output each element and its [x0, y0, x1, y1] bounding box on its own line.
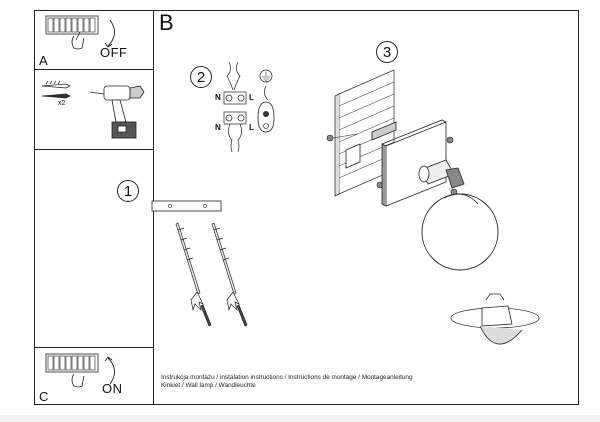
- diagram-frame: [34, 10, 579, 405]
- terminal-l-bottom: L: [249, 123, 254, 132]
- side-column: A OFF x2: [34, 10, 154, 405]
- panel-c: C ON: [34, 347, 154, 405]
- fuse-box-on-icon: [45, 353, 115, 388]
- page-edge: [0, 415, 600, 422]
- quantity-label: x2: [58, 100, 66, 107]
- on-label: ON: [102, 381, 123, 396]
- caption-instructions: Instrukcja montażu / instalation instruc…: [161, 374, 413, 381]
- panel-a-letter: A: [39, 53, 48, 68]
- terminal-n-bottom: N: [215, 123, 221, 132]
- panel-tools: x2: [34, 70, 154, 150]
- drill-icon: [89, 85, 145, 139]
- caption-product: Kinkiet / Wall lamp / Wandleuchte: [161, 382, 256, 389]
- panel-a: A OFF: [34, 10, 154, 70]
- main-letter: B: [159, 10, 174, 35]
- terminal-n-top: N: [215, 93, 221, 102]
- wall-plug-icon: [41, 80, 71, 99]
- step-2-number: 2: [190, 66, 212, 88]
- off-label: OFF: [100, 45, 128, 60]
- step-1-number: 1: [117, 180, 139, 202]
- panel-c-letter: C: [39, 389, 49, 404]
- step-3-number: 3: [376, 41, 398, 63]
- fuse-box-off-icon: [45, 15, 115, 50]
- terminal-l-top: L: [249, 93, 254, 102]
